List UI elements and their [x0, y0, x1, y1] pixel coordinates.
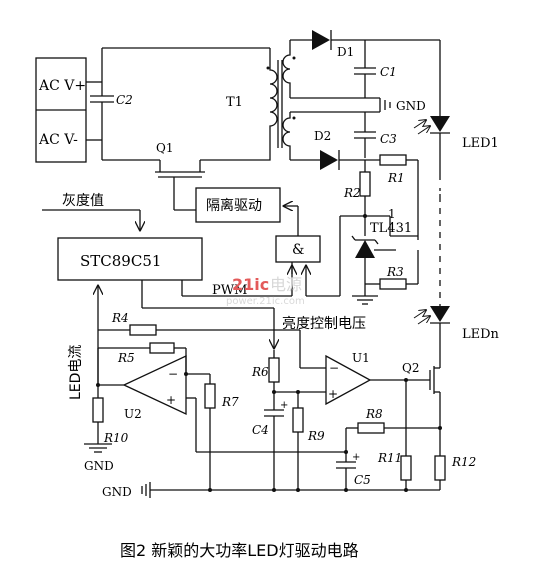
- opamp-u2: − + U2: [122, 354, 187, 421]
- r7-label: R7: [221, 395, 239, 409]
- watermark: 21ic 电源 power.21ic.com: [226, 275, 305, 307]
- diode-d1: D1: [312, 30, 354, 59]
- c2-label: C2: [116, 93, 133, 107]
- figure-caption: 图2 新颖的大功率LED灯驱动电路: [120, 541, 359, 560]
- r11-label: R11: [377, 451, 402, 465]
- capacitor-c1: C1: [354, 65, 397, 79]
- resistor-r7: R7: [204, 383, 239, 409]
- q2-label: Q2: [402, 361, 419, 375]
- opamp-u1: − + U1: [325, 351, 372, 406]
- svg-text:−: −: [168, 367, 178, 381]
- mosfet-q1: Q1: [155, 141, 205, 210]
- c4-label: C4: [252, 423, 269, 437]
- isolation-driver-label: 隔离驱动: [206, 197, 262, 214]
- svg-text:+: +: [280, 400, 288, 411]
- mcu-label: STC89C51: [80, 252, 161, 270]
- svg-text:+: +: [328, 387, 338, 401]
- and-gate-label: &: [292, 242, 304, 258]
- watermark-brand-cn: 电源: [270, 275, 302, 294]
- d1-label: D1: [337, 45, 354, 59]
- r8-label: R8: [365, 407, 383, 421]
- ledn: LEDn: [413, 306, 500, 342]
- isolation-driver-block: 隔离驱动: [195, 187, 281, 223]
- r5-label: R5: [117, 351, 135, 365]
- ac-plus-label: AC V+: [38, 78, 86, 94]
- svg-text:+: +: [166, 393, 176, 407]
- resistor-r12: R12: [434, 455, 476, 481]
- c3-label: C3: [380, 132, 397, 146]
- q1-label: Q1: [156, 141, 173, 155]
- watermark-brand: 21ic: [232, 275, 269, 294]
- capacitor-c5: + C5: [336, 452, 371, 487]
- led-current-label: LED电流: [68, 345, 84, 400]
- led1-label: LED1: [462, 136, 499, 151]
- led1: LED1: [413, 116, 499, 151]
- pwm-label: PWM: [212, 283, 247, 298]
- r12-label: R12: [451, 455, 476, 469]
- resistor-r5: R5: [117, 342, 175, 365]
- capacitor-c3: C3: [354, 131, 397, 146]
- capacitor-c4: + C4: [252, 400, 288, 437]
- tl431-pin-label: 1: [388, 207, 396, 221]
- capacitor-c2: C2: [90, 82, 133, 140]
- resistor-r2: R2: [343, 171, 371, 200]
- ac-minus-label: AC V-: [38, 132, 78, 148]
- c5-label: C5: [354, 473, 371, 487]
- svg-text:−: −: [329, 361, 339, 375]
- c1-label: C1: [380, 65, 397, 79]
- gnd-top-label: GND: [396, 99, 426, 113]
- watermark-site: power.21ic.com: [226, 296, 305, 307]
- svg-text:+: +: [352, 452, 360, 463]
- and-gate: &: [275, 235, 321, 263]
- r10-label: R10: [103, 431, 129, 445]
- d2-label: D2: [314, 129, 331, 143]
- u1-label: U1: [352, 351, 370, 365]
- gnd-top-symbol: GND: [379, 98, 426, 113]
- gnd-left-label: GND: [84, 459, 114, 473]
- transformer-t1: T1: [200, 40, 296, 161]
- gnd-bottom-symbol: GND: [102, 482, 151, 499]
- mcu-stc89c51: STC89C51: [57, 237, 203, 281]
- gnd-bottom-label: GND: [102, 485, 132, 499]
- resistor-r1: R1: [379, 154, 407, 185]
- tl431-regulator: 1 TL431: [351, 207, 412, 296]
- u2-label: U2: [124, 407, 142, 421]
- resistor-r6: R6: [251, 357, 280, 383]
- r4-label: R4: [111, 311, 129, 325]
- diode-d2: D2: [314, 129, 340, 170]
- r3-label: R3: [386, 265, 404, 279]
- tl431-label: TL431: [370, 221, 412, 236]
- resistor-r3: R3: [379, 265, 407, 290]
- ac-source-block: AC V+ AC V-: [35, 57, 102, 163]
- resistor-r8: R8: [357, 407, 385, 434]
- r6-label: R6: [251, 365, 269, 379]
- resistor-r4: R4: [111, 311, 157, 336]
- brightness-voltage-label: 亮度控制电压: [282, 315, 366, 332]
- t1-label: T1: [226, 95, 243, 110]
- resistor-r11: R11: [377, 451, 412, 481]
- r1-label: R1: [387, 171, 405, 185]
- grayscale-label: 灰度值: [62, 193, 104, 209]
- ledn-label: LEDn: [462, 327, 500, 342]
- r2-label: R2: [343, 186, 361, 200]
- r9-label: R9: [307, 429, 325, 443]
- mosfet-q2: Q2: [402, 361, 441, 428]
